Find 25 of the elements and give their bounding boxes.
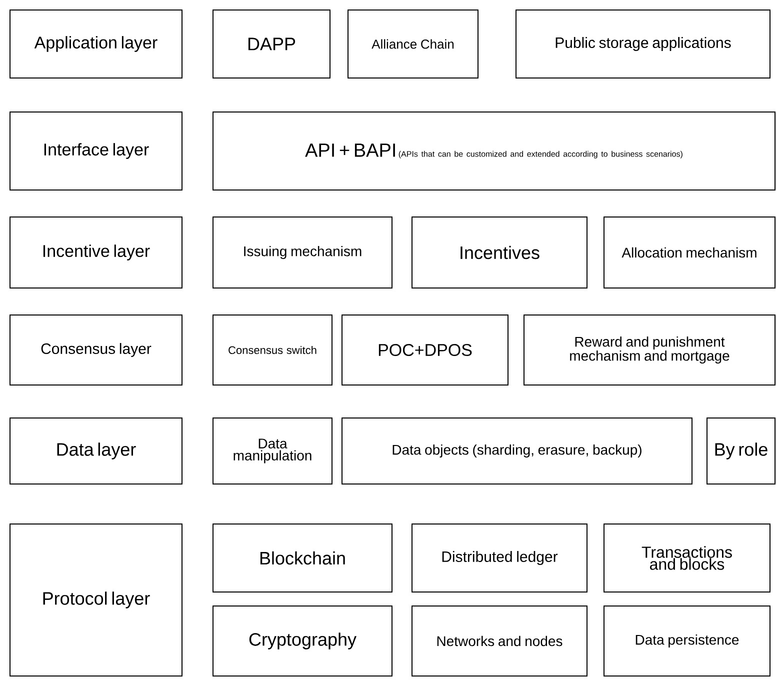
layer-box: Data layer [10,418,182,484]
layer-box: Interface layer [10,112,182,190]
layer-box: Incentive layer [10,216,182,288]
module-box: Allocation mechanism [604,216,776,288]
module-box: Data persistence [604,606,770,676]
module-box: API + BAPI (APIs that can be customized and extended according to business scenarios) [212,112,776,190]
module-box: Transactions and blocks [604,524,770,592]
module-box: DAPP [212,10,330,78]
module-box: Data objects (sharding, erasure, backup) [342,418,692,484]
module-box: Cryptography [212,606,392,676]
module-box: POC+DPOS [342,314,508,386]
layer-box: Application layer [10,10,182,78]
module-box: Networks and nodes [412,606,588,676]
layer-box: Protocol layer [10,524,182,676]
layer-box: Consensus layer [10,314,182,386]
module-box: Consensus switch [212,314,332,386]
module-box: Public storage applications [516,10,770,78]
module-box: Blockchain [212,524,392,592]
module-box: Distributed ledger [412,524,588,592]
module-box: Reward and punishment mechanism and mortgage [524,314,776,386]
module-box: Data manipulation [212,418,332,484]
module-box: Alliance Chain [348,10,478,78]
module-box: By role [706,418,776,484]
module-box: Incentives [412,216,588,288]
module-box: Issuing mechanism [212,216,392,288]
